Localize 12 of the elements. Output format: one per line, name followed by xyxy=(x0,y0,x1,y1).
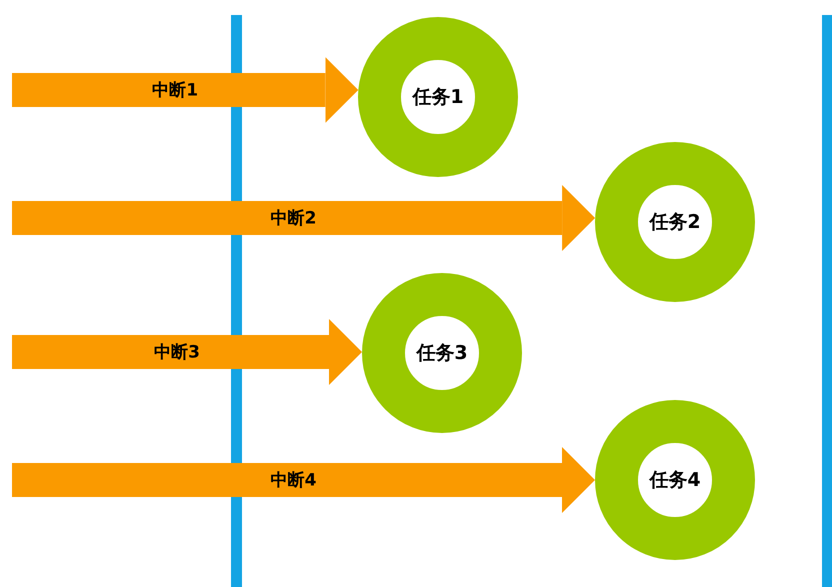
edge-label: 中断2 xyxy=(270,208,316,230)
block-arrow xyxy=(12,57,358,123)
block-arrow xyxy=(12,319,362,385)
block-arrow xyxy=(12,447,595,513)
edge-label: 中断3 xyxy=(154,342,200,364)
task-label: 任务1 xyxy=(412,85,464,110)
edge-label: 中断1 xyxy=(152,80,198,102)
edge-label: 中断4 xyxy=(270,470,316,492)
task-label: 任务3 xyxy=(416,341,468,366)
task-label: 任务2 xyxy=(649,210,701,235)
block-arrow xyxy=(12,185,596,251)
task-label: 任务4 xyxy=(649,468,701,493)
